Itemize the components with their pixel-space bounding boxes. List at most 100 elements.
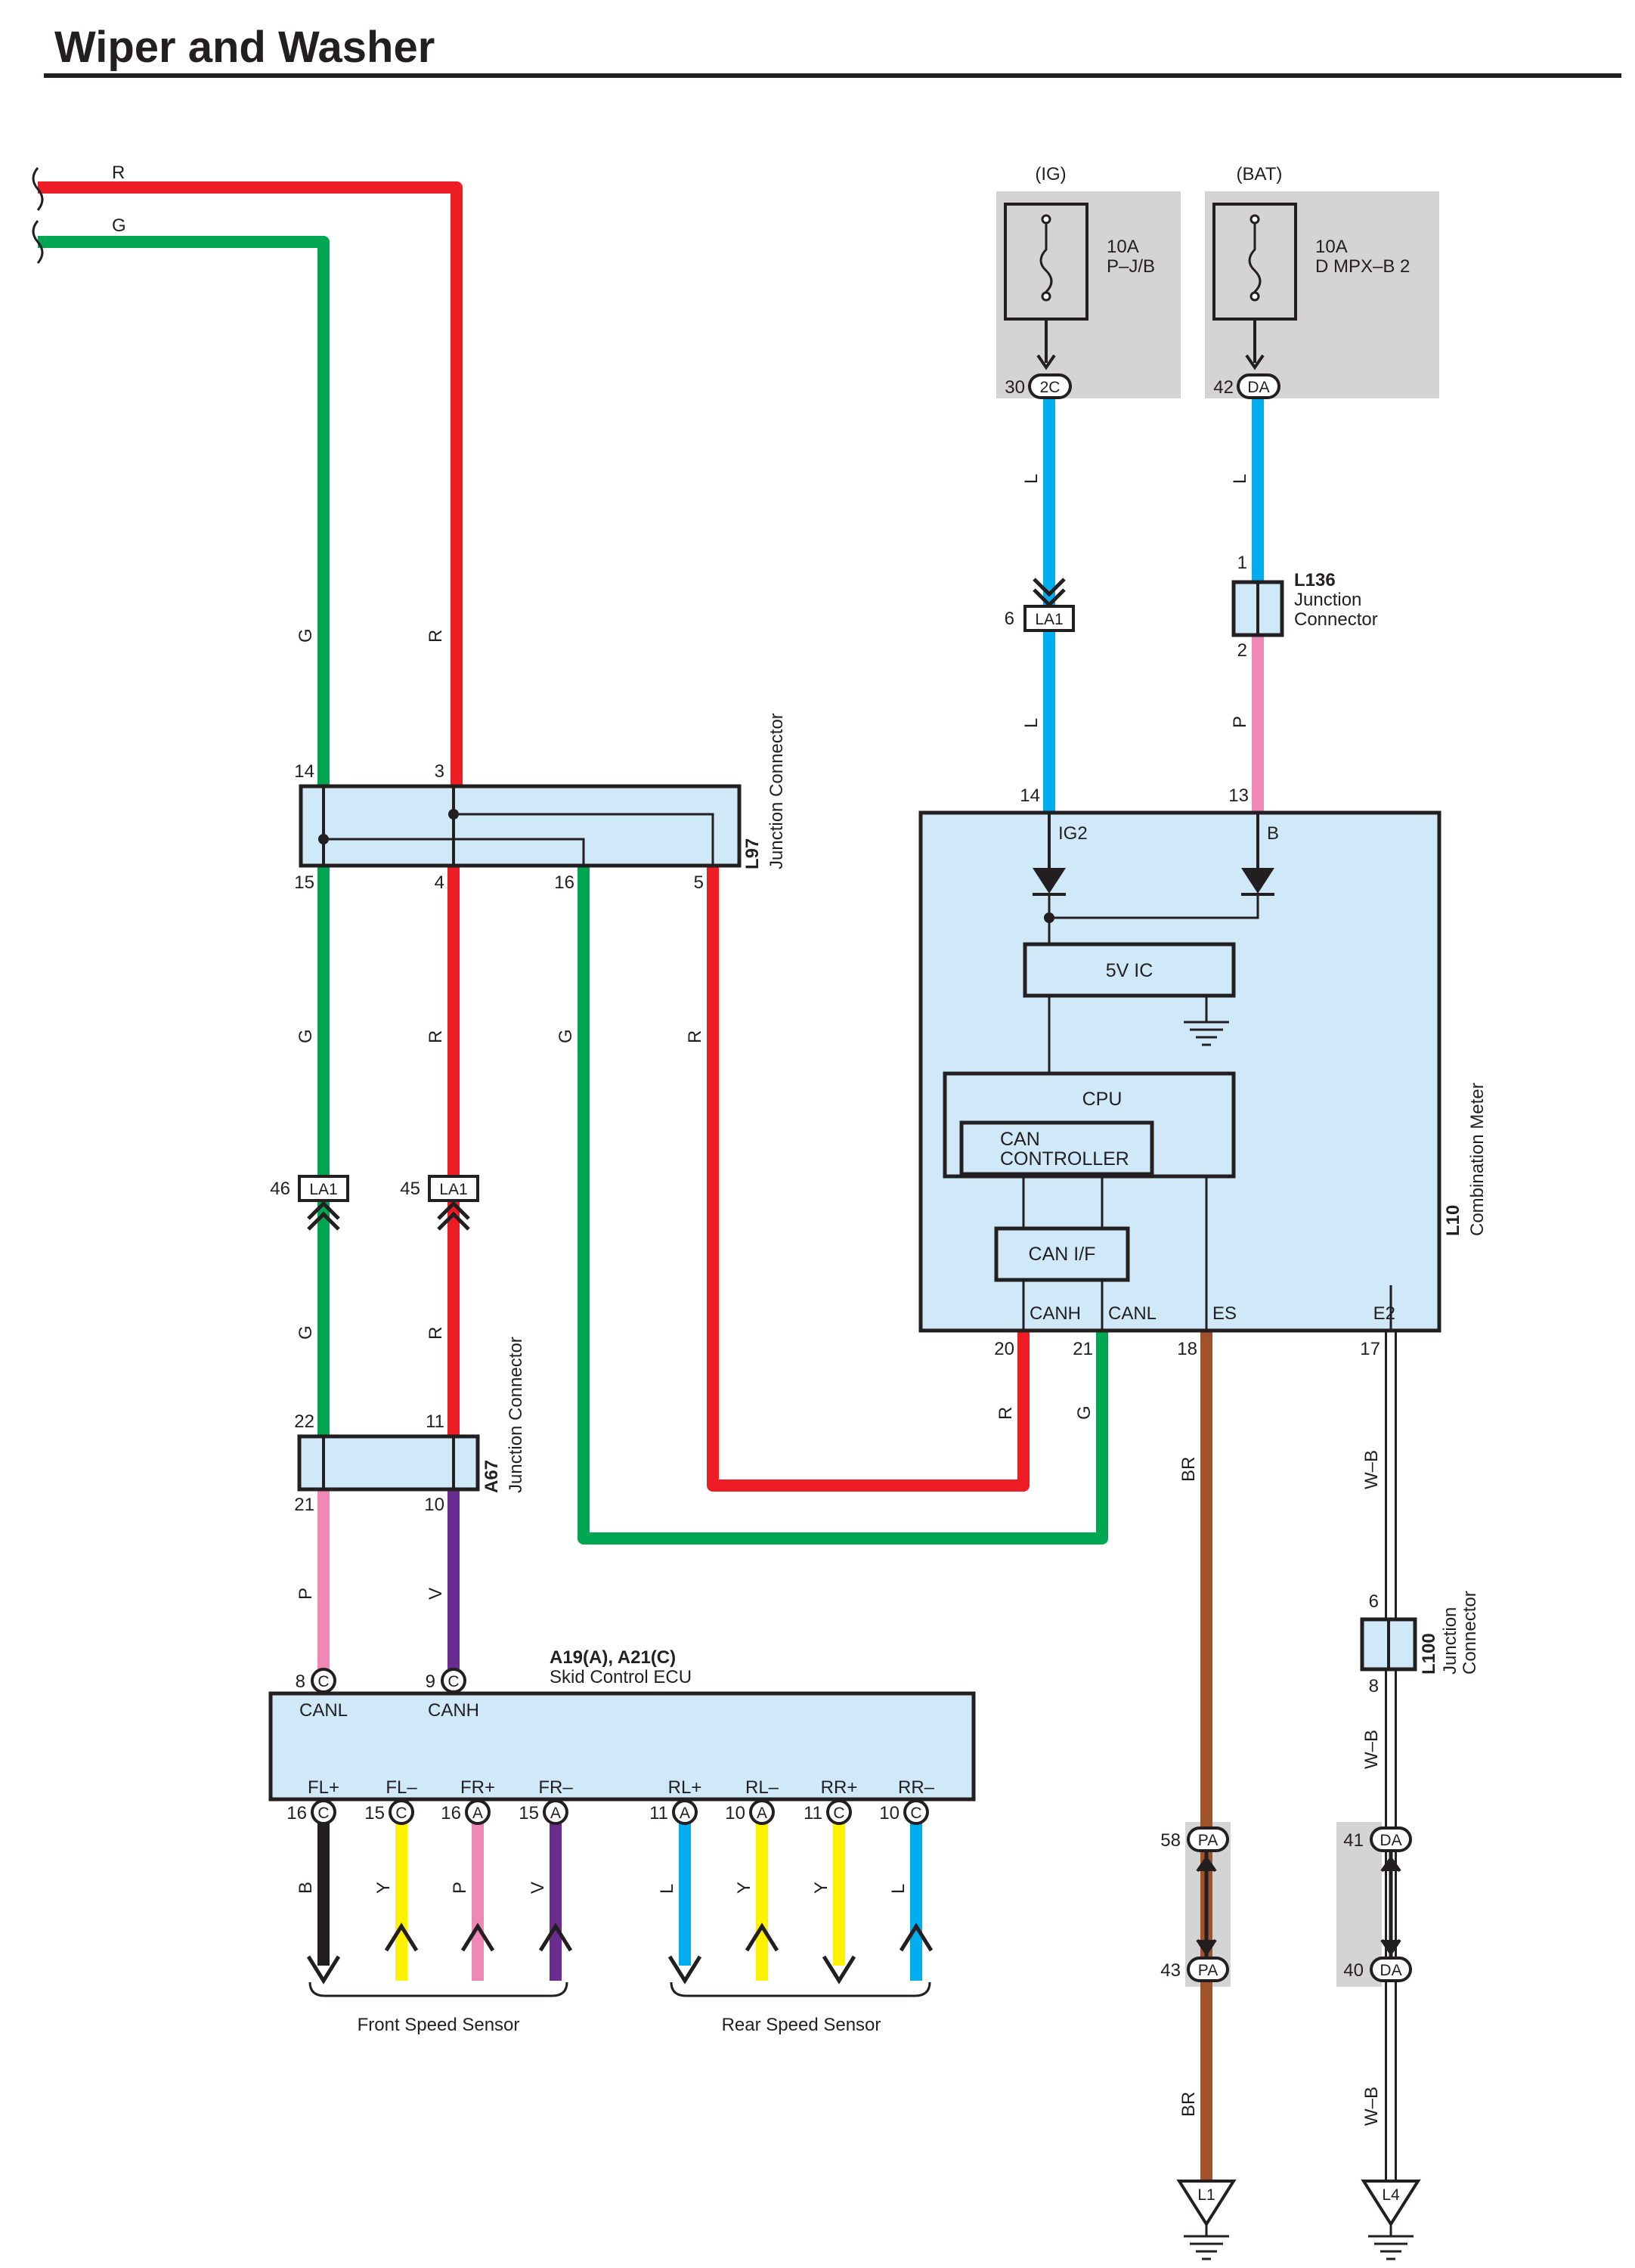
da-top-label: DA xyxy=(1380,1832,1401,1849)
wire-label-l-bat-top: L xyxy=(1230,474,1250,484)
arrow-up-rl-minus xyxy=(745,1923,779,1952)
ecu-sensor-7-pin: 10 xyxy=(879,1803,900,1823)
wire-label-g-16: G xyxy=(556,1029,576,1043)
l97-pin-5: 5 xyxy=(694,872,704,893)
can-controller xyxy=(959,1120,1154,1176)
ecu-sensor-6-connector xyxy=(826,1799,852,1825)
meter-pin-canh: 20 xyxy=(994,1339,1014,1359)
l97-pin-4: 4 xyxy=(435,872,444,893)
l97-pin-16: 16 xyxy=(554,872,574,893)
ground-icon xyxy=(1184,2224,1229,2260)
wire-r-canh xyxy=(707,866,1030,1492)
5v-ic xyxy=(1023,942,1236,998)
l100-line2: Connector xyxy=(1460,1591,1480,1675)
sensor-arrows xyxy=(306,1923,934,1984)
a67-pin-10: 10 xyxy=(424,1495,444,1515)
ecu-sensor-1-wire-color: Y xyxy=(373,1882,394,1894)
ecu-sensor-0-wire-color: B xyxy=(296,1882,316,1894)
l97-pin-3: 3 xyxy=(435,761,444,782)
l136-junction-connector xyxy=(1231,580,1284,637)
da-top-pin: 41 xyxy=(1343,1830,1364,1851)
ecu-sensor-3-connector xyxy=(543,1799,568,1825)
ground-icon xyxy=(1368,2224,1414,2260)
bat-fuse xyxy=(1212,203,1297,370)
ecu-sensor-4-pin: 11 xyxy=(649,1803,668,1823)
rear-speed-sensor-label: Rear Speed Sensor xyxy=(722,2015,881,2035)
ecu-sensor-3-label: FR– xyxy=(538,1777,573,1798)
wire-label-g-left-top: G xyxy=(296,628,316,643)
meter-pin-es: 18 xyxy=(1177,1339,1197,1359)
ecu-sensor-2-label: FR+ xyxy=(460,1777,495,1798)
meter-pin-ig2: 14 xyxy=(1020,785,1040,806)
diagram-title: Wiper and Washer xyxy=(54,23,435,72)
wire-break-marks xyxy=(32,167,44,264)
ecu-sensor-5-wire-color: Y xyxy=(734,1882,754,1894)
connector-da-fuse-pin: 42 xyxy=(1213,377,1234,398)
ecu-sensor-4-label: RL+ xyxy=(668,1777,702,1798)
la1-g-label: LA1 xyxy=(309,1181,337,1198)
ecu-sensor-7-label: RR– xyxy=(898,1777,935,1798)
wire-label-g-top: G xyxy=(112,215,126,236)
ecu-sensor-0-connector-letter: C xyxy=(317,1805,329,1822)
ecu-sensor-2-pin: 16 xyxy=(441,1803,461,1823)
la1-g-pin: 46 xyxy=(270,1179,290,1199)
ecu-sensor-4-wire-color: L xyxy=(657,1884,677,1894)
a67-name: Junction Connector xyxy=(506,1337,526,1493)
meter-pin-e2: 17 xyxy=(1360,1339,1380,1359)
meter-name: Combination Meter xyxy=(1467,1083,1488,1236)
meter-e2-label: E2 xyxy=(1373,1303,1395,1324)
connector-2c-pin: 30 xyxy=(1005,377,1025,398)
la1-ig-pin: 6 xyxy=(1005,609,1014,629)
connector-la1-r: LA1 xyxy=(428,1175,479,1231)
ecu-code: A19(A), A21(C) xyxy=(550,1647,676,1668)
l97-pin-14: 14 xyxy=(294,761,314,782)
connector-2c-label: 2C xyxy=(1040,379,1061,396)
ecu-canh-conn: C xyxy=(447,1673,459,1690)
ecu-sensor-1-label: FL– xyxy=(386,1777,417,1798)
ecu-sensor-pins: FL+C16FL–C15FR+A16FR–A15RL+A11RL–A10RR+C… xyxy=(286,1777,935,1825)
connector-la1-ig: LA1 xyxy=(1023,578,1075,632)
5v-ic-label: 5V IC xyxy=(1106,960,1153,981)
l97-code: L97 xyxy=(742,838,763,869)
ground-icon xyxy=(1184,996,1229,1046)
meter-canh-label: CANH xyxy=(1030,1303,1081,1324)
arrow-up-fr-minus xyxy=(538,1923,573,1952)
can-controller-line1: CAN xyxy=(1000,1129,1040,1150)
l97-pin-15: 15 xyxy=(294,872,314,893)
wire-label-br-top: BR xyxy=(1178,1457,1199,1482)
pa-bottom-label: PA xyxy=(1198,1962,1218,1979)
ecu-sensor-6-connector-letter: C xyxy=(833,1805,844,1822)
arrow-up-fl-minus xyxy=(384,1923,419,1952)
ig-fuse xyxy=(1004,203,1088,370)
da-splice-block xyxy=(1336,1822,1382,1987)
arrow-down-rr-plus xyxy=(822,1955,856,1984)
can-controller-line2: CONTROLLER xyxy=(1000,1148,1129,1170)
arrow-down-fl-plus xyxy=(306,1955,341,1984)
ground-l1-label: L1 xyxy=(1197,2186,1215,2204)
wire-label-r-left-low: R xyxy=(426,1327,446,1340)
ecu-sensor-7-wire-color: L xyxy=(888,1884,909,1894)
ecu-sensor-3-wire-color: V xyxy=(528,1882,548,1894)
meter-ig2-label: IG2 xyxy=(1058,823,1088,844)
ecu-sensor-4-connector-letter: A xyxy=(680,1805,690,1822)
a67-code: A67 xyxy=(482,1460,502,1493)
ig-fuse-source: (IG) xyxy=(1035,164,1066,184)
ecu-sensor-1-pin: 15 xyxy=(364,1803,385,1823)
ground-l1: L1 xyxy=(1176,2180,1237,2260)
arrow-down-rl-plus xyxy=(667,1955,702,1984)
wire-label-v-a67: V xyxy=(426,1588,446,1600)
meter-es-label: ES xyxy=(1212,1303,1237,1324)
front-sensor-brace xyxy=(308,1981,568,1997)
ecu-canl-conn: C xyxy=(317,1673,329,1690)
wire-label-wb-mid: W–B xyxy=(1361,1730,1382,1769)
ground-l4: L4 xyxy=(1361,2180,1421,2260)
meter-pin-b: 13 xyxy=(1228,785,1249,806)
wire-label-l-ig-top: L xyxy=(1021,474,1042,484)
wire-label-p-bat: P xyxy=(1230,716,1250,728)
can-if-label: CAN I/F xyxy=(1029,1244,1096,1265)
wire-label-r-top: R xyxy=(112,163,125,183)
ig-fuse-amp: 10A xyxy=(1107,237,1139,257)
connector-la1-g: LA1 xyxy=(298,1175,349,1231)
ecu-canl-label: CANL xyxy=(299,1700,348,1721)
l136-pin-top: 1 xyxy=(1237,553,1247,573)
